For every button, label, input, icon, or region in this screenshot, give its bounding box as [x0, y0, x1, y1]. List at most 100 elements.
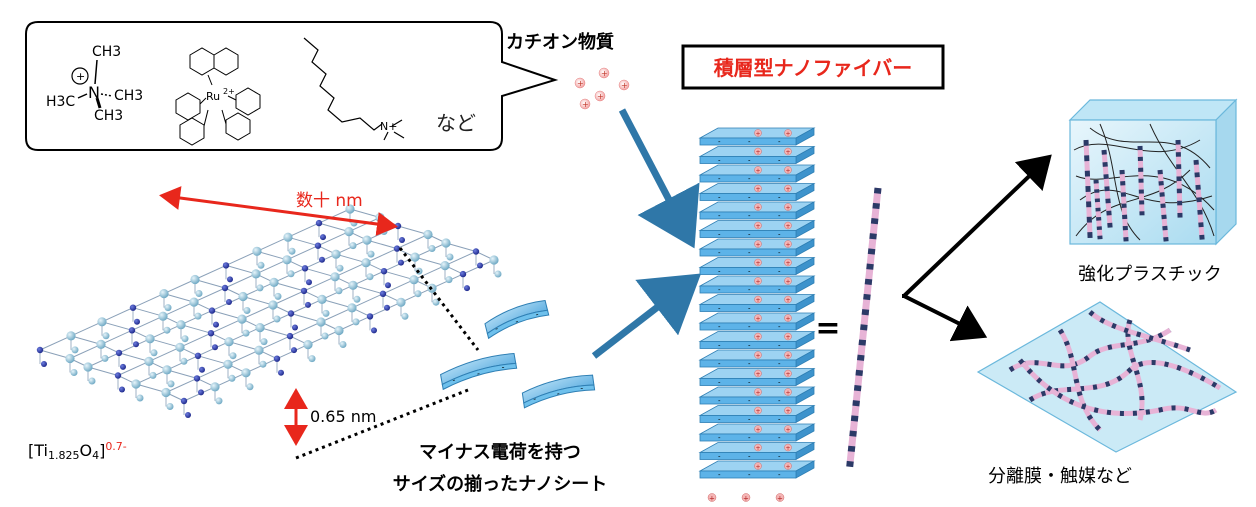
formula-close: ] [99, 441, 105, 460]
cation-in-stack: + [754, 443, 762, 452]
negative-charge-mark: - [778, 286, 781, 294]
svg-text:+: + [756, 445, 761, 452]
svg-text:+: + [786, 242, 791, 249]
lattice-atom [129, 304, 137, 311]
lattice-atom [36, 346, 44, 354]
svg-text:+: + [743, 495, 749, 503]
cation-in-stack: + [784, 277, 792, 286]
negative-charge-mark: - [748, 268, 751, 276]
membrane-label: 分離膜・触媒など [988, 466, 1132, 487]
svg-text:+: + [786, 186, 791, 193]
cation-in-stack: + [784, 184, 792, 193]
cation-in-stack: + [707, 493, 717, 503]
cation-in-stack: + [784, 425, 792, 434]
lattice-atom [114, 372, 122, 379]
cation-in-stack: + [754, 314, 762, 323]
negative-charge-mark: - [718, 342, 721, 350]
lattice-atom [136, 394, 144, 402]
svg-text:+: + [786, 353, 791, 360]
svg-text:+: + [756, 242, 761, 249]
negative-charge-mark: - [778, 416, 781, 424]
lattice-atom [269, 277, 279, 287]
lattice-atom [88, 377, 96, 385]
lattice-atom [71, 346, 79, 354]
lattice-atom [347, 303, 357, 313]
cation-in-stack: + [784, 351, 792, 360]
cation-in-stack: + [784, 295, 792, 304]
cation-in-stack: + [784, 314, 792, 323]
svg-text:+: + [756, 427, 761, 434]
lattice-atom [320, 234, 326, 241]
lattice-atom [167, 380, 175, 388]
cation-in-stack: + [754, 277, 762, 286]
negative-charge-mark: - [778, 379, 781, 387]
lattice-atom [283, 232, 293, 242]
lattice-atom [208, 307, 216, 314]
lattice-atom [252, 246, 262, 256]
separation-membrane [976, 301, 1238, 453]
svg-text:+: + [756, 371, 761, 378]
formula-sub1: 1.825 [48, 449, 80, 462]
negative-charge-mark: - [718, 397, 721, 405]
svg-text:+: + [786, 334, 791, 341]
lattice-atom [314, 242, 322, 249]
svg-text:[Ti1.825O4]0.7-: [Ti1.825O4]0.7- [28, 440, 127, 462]
svg-text:+: + [582, 100, 589, 109]
lattice-atom [306, 279, 312, 286]
svg-text:+: + [786, 223, 791, 230]
lattice-atom [96, 339, 106, 349]
lattice-atom [385, 282, 391, 289]
fiber-dark-band [869, 233, 877, 240]
negative-charge-mark: - [718, 194, 721, 202]
fiber-dark-band [858, 339, 867, 346]
lattice-atom [97, 317, 107, 327]
stacked-sheet: ---++ [698, 145, 816, 165]
negative-charge-mark: - [748, 286, 751, 294]
svg-text:+: + [756, 223, 761, 230]
svg-text:+: + [786, 316, 791, 323]
lattice-atom [120, 363, 126, 370]
lattice-atom [194, 312, 202, 320]
negative-charge-mark: - [718, 453, 721, 461]
svg-text:+: + [786, 131, 791, 138]
svg-text:+: + [597, 92, 604, 101]
lattice-atom [344, 227, 354, 237]
negative-charge-mark: - [580, 384, 584, 393]
formula-charge: 0.7- [105, 440, 126, 453]
cation-in-stack: + [784, 369, 792, 378]
stacked-sheet: ---++ [698, 182, 816, 202]
stacked-nanofiber-label: 積層型ナノファイバー [714, 56, 913, 80]
fiber-dark-band [864, 278, 873, 285]
lattice-atom [494, 270, 502, 278]
negative-charge-mark: - [718, 471, 721, 479]
lattice-atom [119, 386, 125, 393]
lattice-atom [362, 235, 372, 245]
svg-text:+: + [786, 390, 791, 397]
negative-charge-mark: - [778, 453, 781, 461]
lattice-atom [339, 341, 347, 348]
svg-text:+: + [786, 371, 791, 378]
lattice-atom [303, 340, 313, 350]
cation-particle: + [594, 90, 606, 102]
negative-charge-mark: - [748, 212, 751, 220]
stacked-sheet: ---++ [698, 238, 816, 257]
stacked-sheet: ---++ [698, 441, 816, 461]
lattice-atom [162, 365, 172, 375]
negative-charge-mark: - [748, 471, 751, 479]
lattice-atom [477, 262, 483, 269]
polymer-chain [1099, 123, 1141, 241]
stacked-sheet: ---++ [698, 330, 816, 350]
cation-to-stack-arrow [618, 108, 700, 249]
stacked-sheet: ---++ [698, 312, 816, 331]
lattice-atom [241, 368, 251, 378]
lattice-atom [255, 323, 265, 333]
negative-charge-mark: - [748, 157, 751, 165]
arrow-to-membrane [903, 294, 988, 342]
lattice-atom [101, 354, 109, 362]
svg-text:+: + [756, 464, 761, 471]
fiber-dark-band [870, 218, 879, 225]
lattice-atom [353, 295, 361, 303]
fiber-dark-band [863, 293, 871, 301]
lattice-atom [316, 317, 326, 327]
lattice-atom [287, 270, 295, 278]
